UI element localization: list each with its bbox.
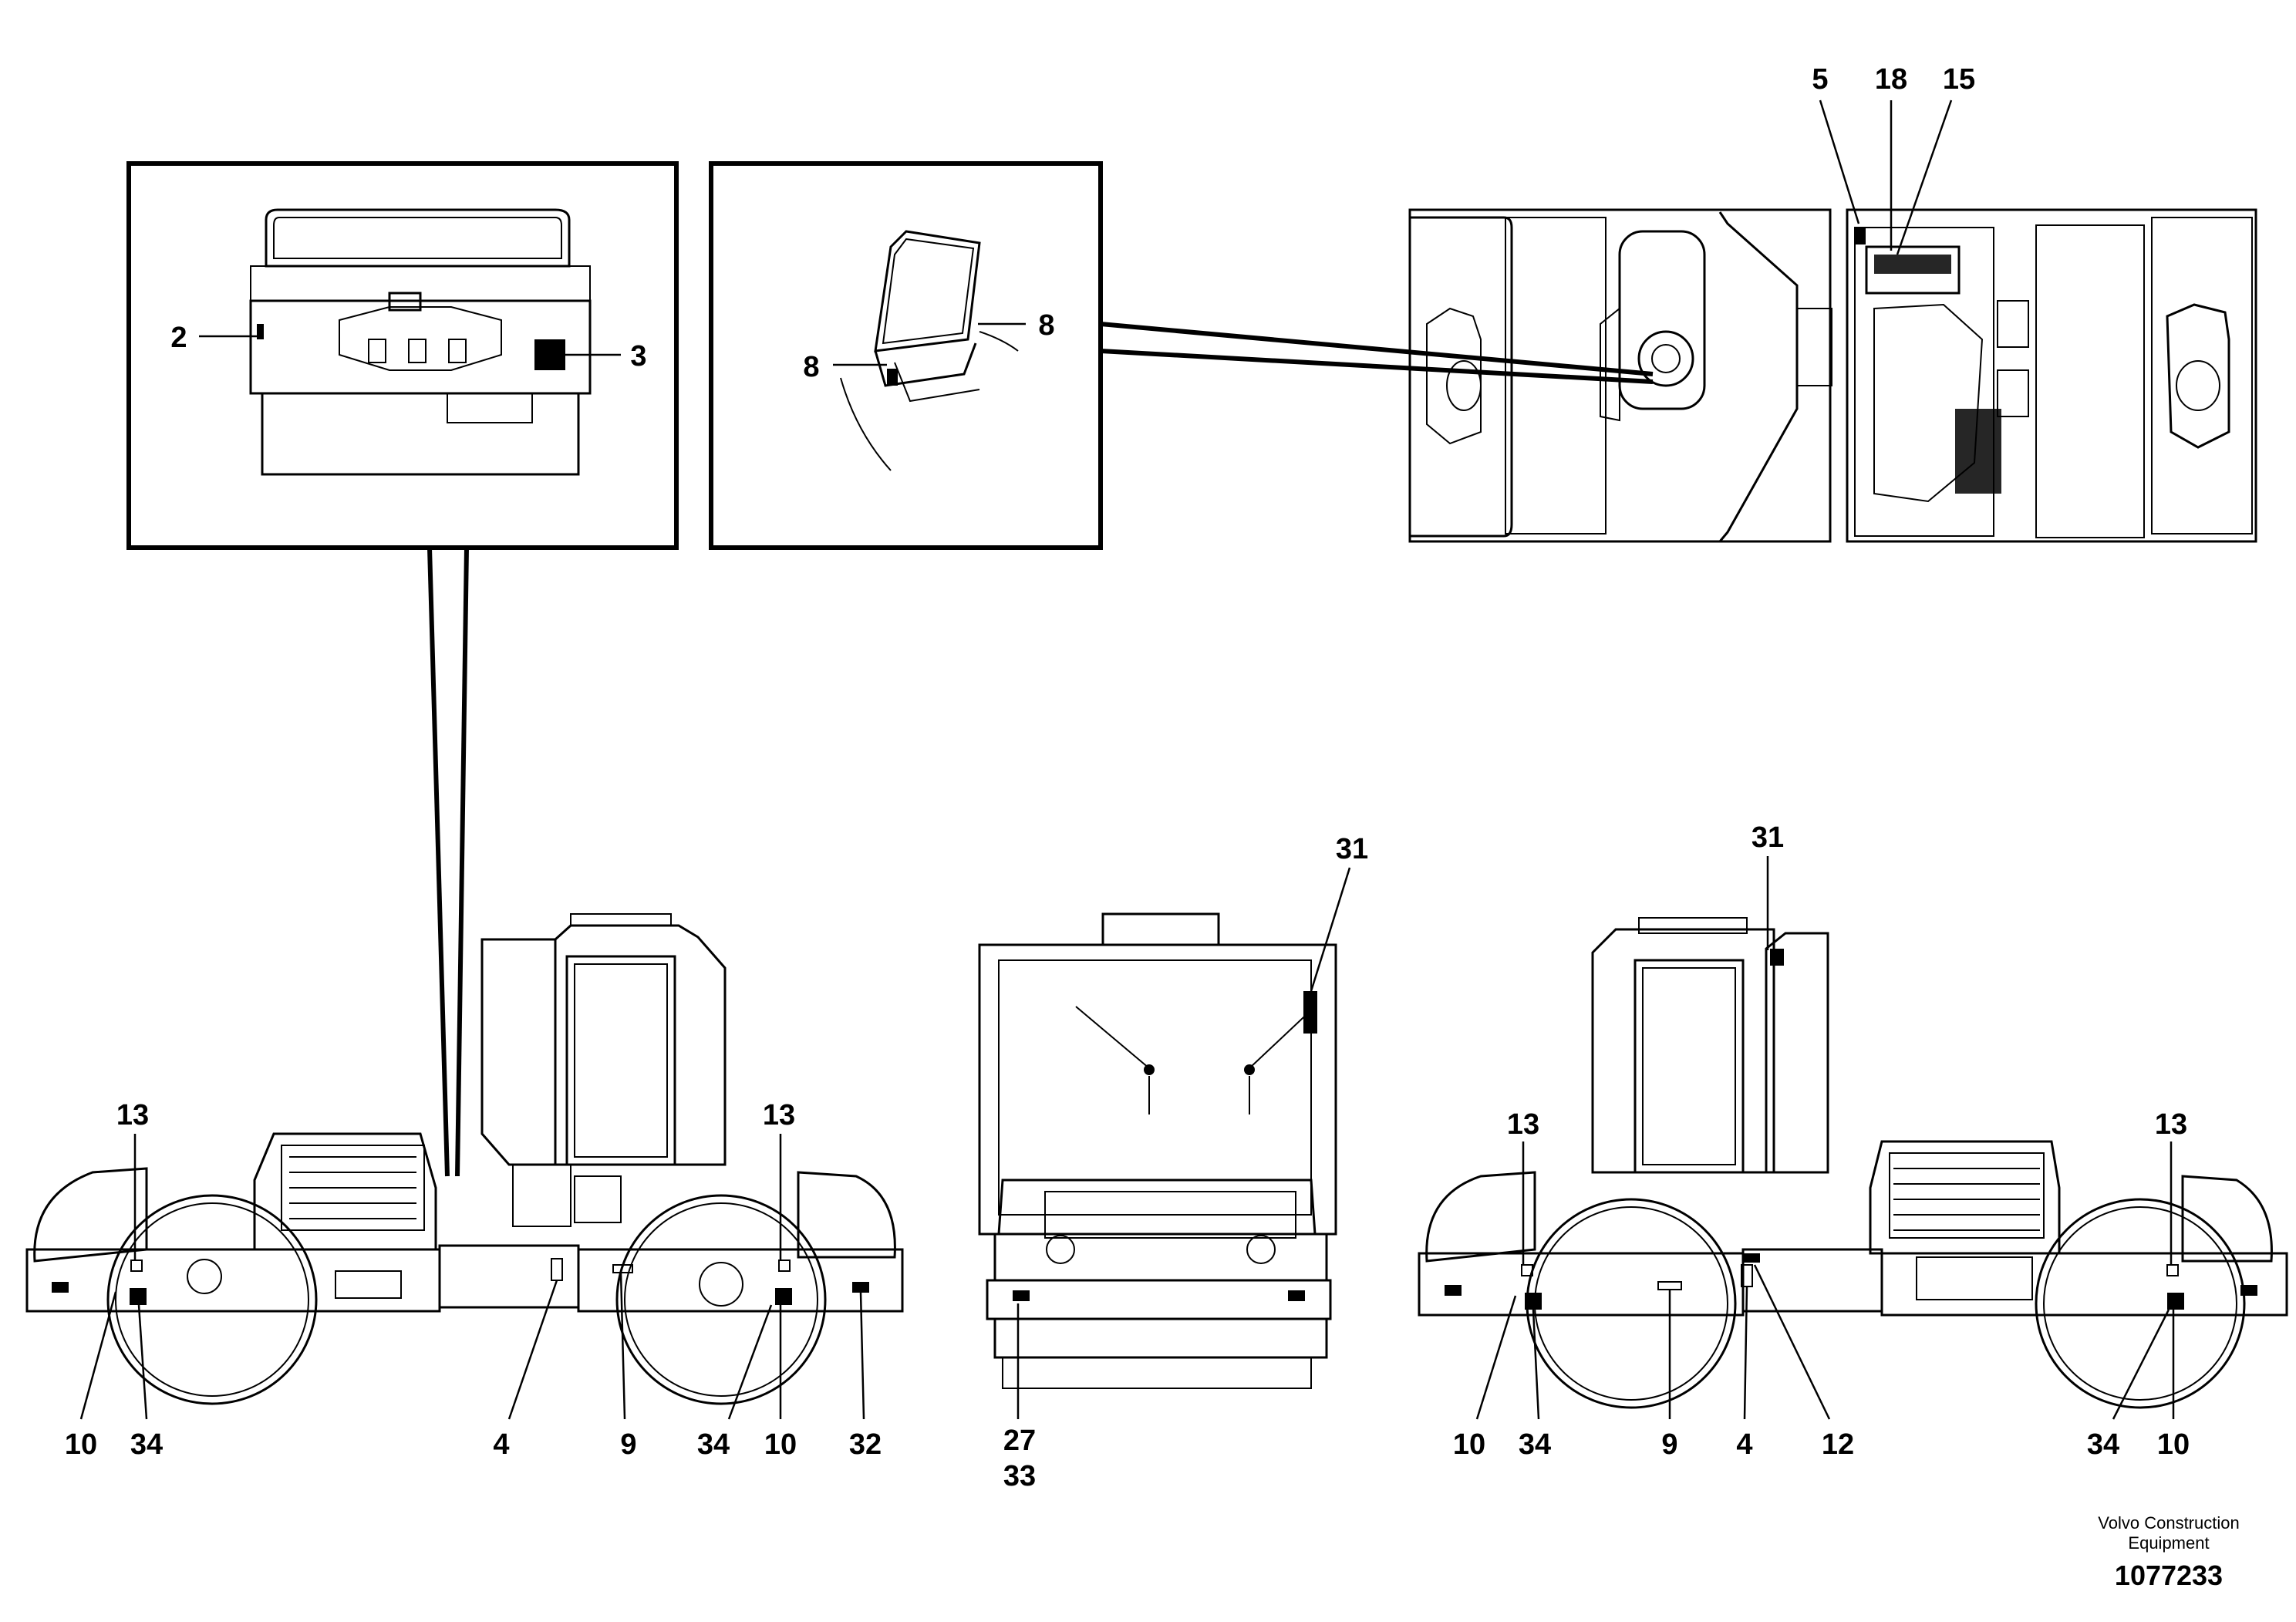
callout-label: 10 — [764, 1428, 797, 1461]
callout-label: 33 — [1003, 1460, 1036, 1492]
top-view-machine — [1408, 208, 2257, 543]
callout-label: 9 — [1661, 1428, 1677, 1461]
drawing-number: 1077233 — [2115, 1560, 2223, 1591]
callout-label: 13 — [116, 1099, 149, 1131]
callout-label: 9 — [620, 1428, 636, 1461]
footer-block: Volvo Construction Equipment 1077233 — [2098, 1513, 2239, 1591]
callout-label: 13 — [1507, 1108, 1539, 1141]
callout-label: 34 — [130, 1428, 163, 1461]
callout-label: 10 — [1453, 1428, 1485, 1461]
connector-lines — [427, 322, 1654, 1177]
callout-label: 34 — [1519, 1428, 1551, 1461]
callouts-front-view: 31 27 33 — [1003, 833, 1368, 1492]
callout-label: 10 — [65, 1428, 97, 1461]
callout-label: 31 — [1336, 833, 1368, 865]
top-view-leaders — [1819, 99, 1953, 255]
callout-label: 13 — [763, 1099, 795, 1131]
callout-label: 31 — [1752, 821, 1784, 854]
callout-label: 15 — [1943, 63, 1975, 96]
callout-label: 12 — [1822, 1428, 1854, 1461]
callout-label: 34 — [2087, 1428, 2119, 1461]
callouts-detail-cab-roof: 2 3 — [170, 322, 646, 373]
callouts-right-side-view: 31 13 13 10 34 9 4 12 34 10 — [1453, 821, 2190, 1461]
detail-box-cab-roof — [126, 161, 679, 550]
callout-label: 32 — [849, 1428, 882, 1461]
right-side-view-machine — [1418, 856, 2288, 1420]
left-side-view-machine — [25, 913, 904, 1420]
company-name-line1: Volvo Construction — [2098, 1513, 2239, 1533]
callout-label: 2 — [170, 322, 187, 354]
detail-box-seat-armrest — [709, 161, 1103, 550]
callout-label: 3 — [630, 340, 646, 373]
callout-label: 4 — [1736, 1428, 1752, 1461]
callouts-detail-seat: 8 8 — [803, 309, 1054, 383]
callout-label: 5 — [1812, 63, 1828, 96]
callout-label: 27 — [1003, 1425, 1036, 1457]
company-name-line2: Equipment — [2128, 1533, 2209, 1553]
callout-label: 34 — [697, 1428, 730, 1461]
callout-label: 8 — [1038, 309, 1054, 342]
callout-label: 8 — [803, 351, 819, 383]
callouts-top-view: 5 18 15 — [1812, 63, 1975, 96]
callouts-left-side-view: 13 13 10 34 4 9 34 10 32 — [65, 1099, 882, 1461]
callout-label: 4 — [493, 1428, 509, 1461]
front-view-machine — [978, 867, 1351, 1419]
callout-label: 10 — [2157, 1428, 2190, 1461]
callout-label: 13 — [2155, 1108, 2187, 1141]
callout-label: 18 — [1875, 63, 1907, 96]
